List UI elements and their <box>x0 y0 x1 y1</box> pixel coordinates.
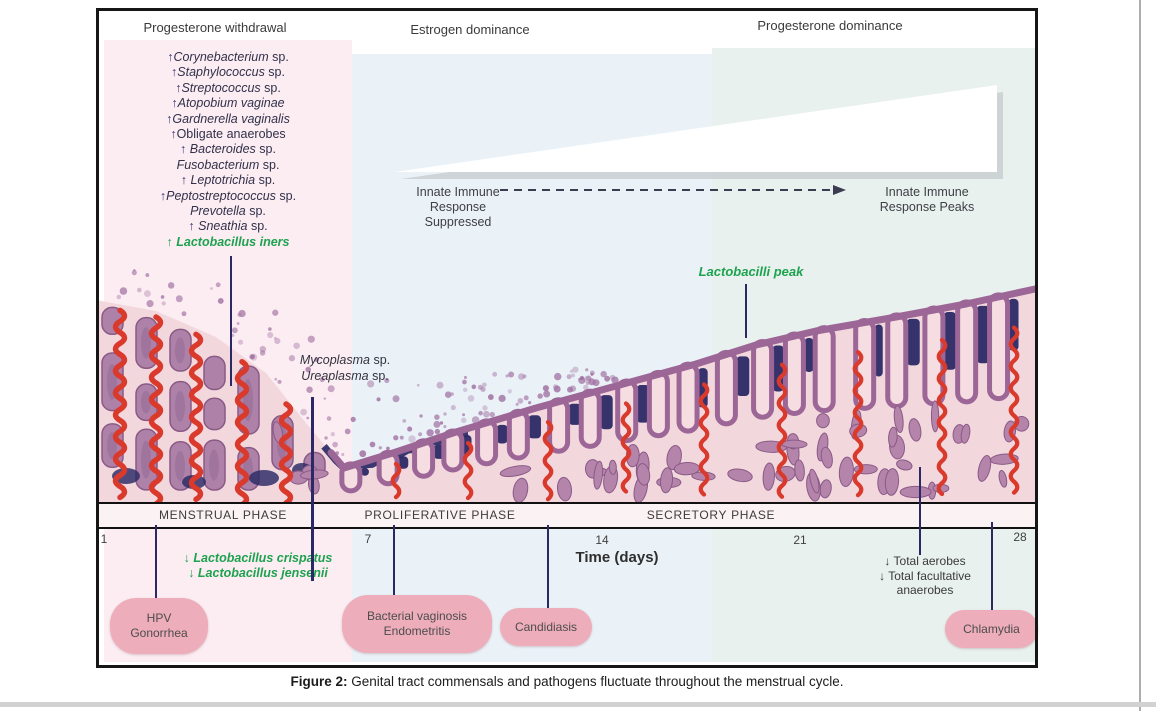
list-item: ↑Streptococcus sp. <box>175 80 281 95</box>
day-14-tick-label: 14 <box>595 533 609 547</box>
list-item: ↑Obligate anaerobes <box>170 127 286 142</box>
figure-caption: Figure 2: Genital tract commensals and p… <box>290 674 844 689</box>
candidiasis-badge: Candidiasis <box>500 608 592 646</box>
down-arrow-icon: ↓ <box>884 554 891 568</box>
down-arrow-icon: ↓ <box>188 566 195 580</box>
time-axis-label: Time (days) <box>575 549 659 566</box>
list-item: ↑ Bacteroides sp. <box>180 142 276 157</box>
day-21-tick-label: 21 <box>793 533 807 547</box>
up-arrow-icon: ↑ <box>180 173 191 188</box>
day-28-tick-label: 28 <box>1013 530 1027 544</box>
page-edge-line <box>1139 0 1141 711</box>
hpv-pointer-line <box>155 525 157 601</box>
up-arrow-icon: ↑ <box>188 219 199 234</box>
up-arrow-icon: ↑ <box>175 80 182 95</box>
figure-2-diagram: Progesterone withdrawal Estrogen dominan… <box>96 8 1038 668</box>
bacterial-vaginosis-pointer-line <box>393 525 395 598</box>
menstrual-proliferative-divider-line <box>311 397 314 581</box>
section-header-estrogen-dominance: Estrogen dominance <box>410 22 530 37</box>
immune-wedge <box>395 85 997 172</box>
up-arrow-icon: ↑ <box>159 188 167 203</box>
caption-figure-number: Figure 2: <box>290 674 348 689</box>
phase-label-secretory: SECRETORY PHASE <box>646 508 776 522</box>
lactobacillus-iners-note: ↑ Lactobacillus iners <box>166 234 290 249</box>
total-aerobes-pointer-line <box>919 467 921 555</box>
phase-label-menstrual: MENSTRUAL PHASE <box>158 508 288 522</box>
up-arrow-icon: ↑ <box>170 127 177 142</box>
candidiasis-pointer-line <box>547 525 549 611</box>
list-item: ↑Gardnerella vaginalis <box>166 111 290 126</box>
list-item: Fusobacterium sp. <box>176 157 280 172</box>
up-arrow-icon: ↑ <box>171 65 178 80</box>
lactobacilli-peak-note: Lactobacilli peak <box>698 264 804 279</box>
down-arrow-icon: ↓ <box>879 568 886 583</box>
chlamydia-badge: Chlamydia <box>945 610 1038 648</box>
list-item: ↑Corynebacterium sp. <box>167 50 289 64</box>
list-item: ↑ Sneathia sp. <box>188 219 268 234</box>
day-1-tick-label: 1 <box>100 532 108 546</box>
up-arrow-icon: ↑ <box>171 96 178 111</box>
page-bottom-edge <box>0 702 1156 707</box>
lactobacillus-decrease-note: ↓ Lactobacillus crispatus ↓ Lactobacillu… <box>183 551 333 580</box>
up-arrow-icon: ↑ <box>166 111 173 126</box>
up-arrow-icon: ↑ <box>166 234 177 249</box>
mycoplasma-note: Mycoplasma sp. Ureaplasma sp. <box>299 353 391 383</box>
lactobacilli-peak-pointer-line <box>745 284 747 338</box>
down-arrow-icon: ↓ <box>183 551 190 565</box>
bacteria-list: ↑Corynebacterium sp. ↑Staphylococcus sp.… <box>106 50 350 250</box>
list-item: ↑Peptostreptococcus sp. <box>159 188 297 203</box>
list-item: ↑Staphylococcus sp. <box>171 65 285 80</box>
tissue-illustration <box>96 85 1038 508</box>
chlamydia-pointer-line <box>991 522 993 613</box>
phase-strip: MENSTRUAL PHASE PROLIFERATIVE PHASE SECR… <box>96 502 1038 529</box>
up-arrow-icon: ↑ <box>180 142 190 157</box>
iners-pointer-line <box>230 256 232 386</box>
up-arrow-icon: ↑ <box>167 50 174 64</box>
day-7-tick-label: 7 <box>364 532 372 546</box>
total-aerobes-note: ↓ Total aerobes ↓ Total facultative anae… <box>879 554 971 597</box>
section-header-progesterone-dominance: Progesterone dominance <box>757 18 903 33</box>
list-item: ↑Atopobium vaginae <box>171 96 285 111</box>
section-header-progesterone-withdrawal: Progesterone withdrawal <box>143 20 287 35</box>
list-item: ↑ Leptotrichia sp. <box>180 173 276 188</box>
phase-label-proliferative: PROLIFERATIVE PHASE <box>364 508 516 522</box>
list-item: Prevotella sp. <box>190 204 266 219</box>
